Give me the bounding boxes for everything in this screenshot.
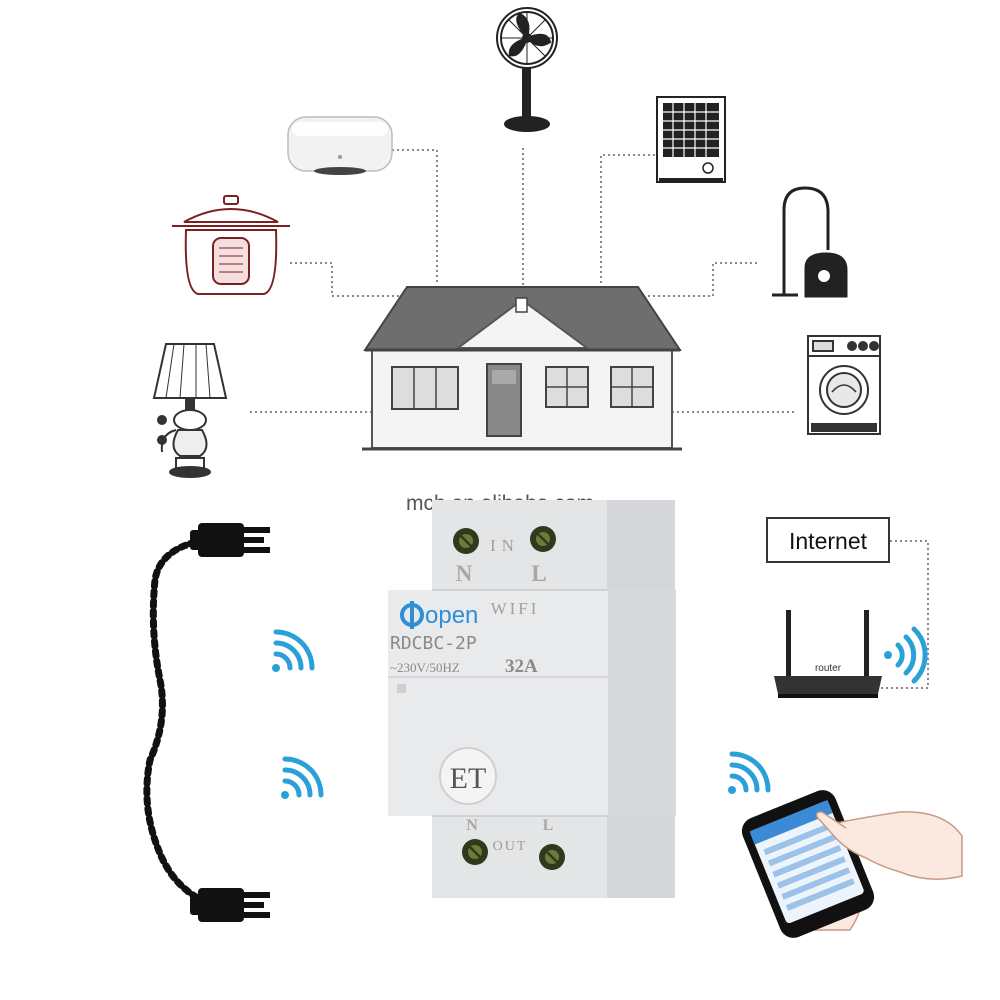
connector-lines [250, 148, 929, 689]
vacuum-icon [772, 186, 848, 298]
n-bottom-label: N [466, 817, 478, 834]
brand-logo: open [400, 601, 478, 629]
heater-icon [656, 96, 726, 183]
button-glyph: ET [450, 762, 487, 795]
wifi-icon-router [884, 626, 928, 684]
terminal-screw [462, 839, 488, 865]
connector-water-heater [392, 149, 438, 285]
wifi-label: WIFI [491, 599, 540, 618]
connector-heater [600, 154, 655, 285]
wifi-icon-phone [728, 751, 771, 794]
terminal-screw [453, 528, 479, 554]
plug-icon-bottom [190, 888, 270, 922]
l-bottom-label: L [543, 817, 554, 834]
router-icon: router [774, 610, 882, 698]
terminal-screw [539, 844, 565, 870]
router-label: router [815, 663, 842, 674]
internet-box: Internet [766, 517, 890, 563]
n-terminal-label: N [456, 561, 473, 586]
current-rating: 32A [505, 656, 538, 677]
house-icon [362, 286, 682, 451]
plug-icon [190, 523, 270, 557]
status-led [397, 684, 406, 693]
washing-machine-icon [807, 335, 881, 435]
wifi-icon-2 [281, 756, 324, 799]
fan-icon [496, 7, 558, 132]
in-label: IN [490, 536, 520, 555]
water-heater-icon [287, 116, 393, 175]
terminal-screw [530, 526, 556, 552]
hand-icon-pointing [815, 811, 963, 880]
wifi-icon [272, 629, 315, 672]
connector-vacuum [643, 262, 757, 297]
model-label: RDCBC-2P [390, 633, 477, 654]
smartphone-icon [741, 790, 875, 938]
internet-label: Internet [789, 528, 868, 554]
l-terminal-label: L [531, 561, 546, 586]
lamp-icon [152, 343, 228, 478]
connector-rice-cooker [290, 262, 405, 297]
out-label: OUT [493, 839, 528, 854]
power-cord [143, 536, 209, 906]
connector-internet [880, 540, 929, 689]
brand-text: open [425, 602, 478, 629]
breaker-device: IN N L open WIFI RDCBC-2P ~230V/50HZ 32A… [388, 500, 676, 898]
reset-button: ET [439, 747, 497, 805]
rice-cooker-icon [172, 195, 290, 295]
voltage-label: ~230V/50HZ [390, 660, 460, 675]
